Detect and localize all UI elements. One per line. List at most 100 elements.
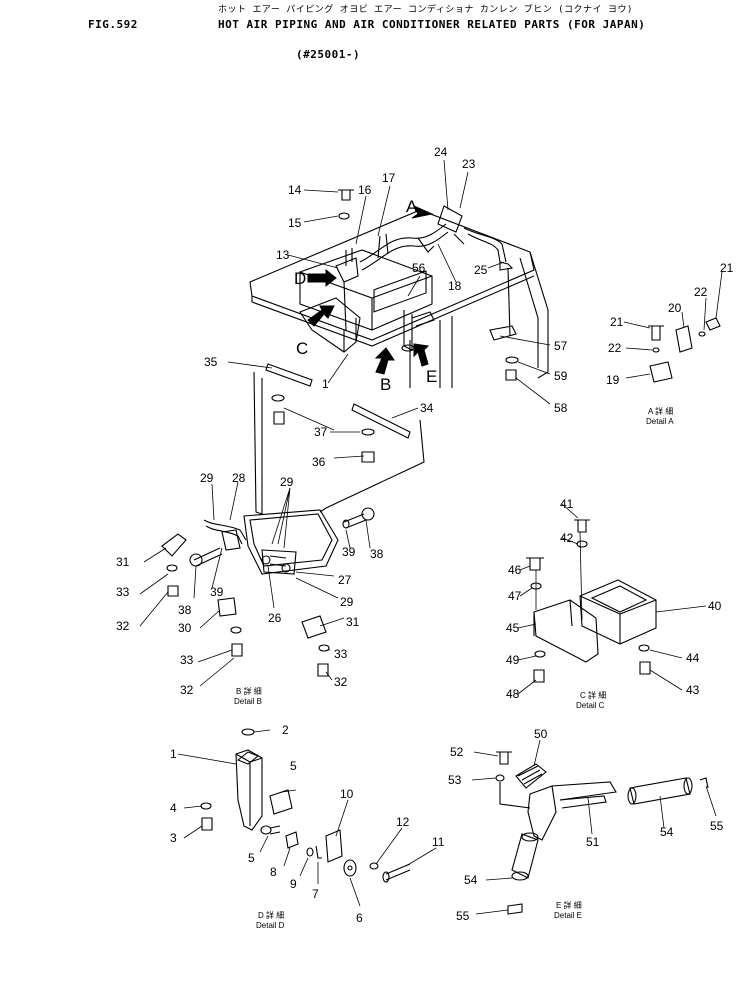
diagram-title: HOT AIR PIPING AND AIR CONDITIONER RELAT…: [218, 18, 646, 31]
callout-40: 40: [708, 599, 722, 613]
callout-34: 34: [420, 401, 434, 415]
callout-45: 45: [506, 621, 520, 635]
view-arrow-a: A: [406, 197, 418, 216]
callout-13: 13: [276, 248, 290, 262]
callout-33-b2: 33: [180, 653, 194, 667]
callout-1-d: 1: [170, 747, 177, 761]
callout-6: 6: [356, 911, 363, 925]
view-arrow-e: E: [426, 367, 437, 386]
detail-d-label: Detail D: [256, 921, 285, 930]
detail-b-label: Detail B: [234, 697, 262, 706]
callout-50: 50: [534, 727, 548, 741]
callout-30: 30: [178, 621, 192, 635]
detail-c-label: Detail C: [576, 701, 605, 710]
callout-43: 43: [686, 683, 700, 697]
callout-31-b2: 31: [346, 615, 360, 629]
callout-33-b3: 33: [334, 647, 348, 661]
callout-46: 46: [508, 563, 522, 577]
main-callouts: 14 15 16 17 24 23 13 56 25 18 57 59 58 3…: [204, 145, 568, 469]
callout-55-a: 55: [710, 819, 724, 833]
callout-16: 16: [358, 183, 372, 197]
callout-2: 2: [282, 723, 289, 737]
callout-51: 51: [586, 835, 600, 849]
view-arrow-c: C: [296, 339, 308, 358]
callout-58: 58: [554, 401, 568, 415]
detail-e-label: Detail E: [554, 911, 582, 920]
detail-d: 2 1 5 4 3 5 8 9 7 10 12 11 6 D 詳 細 Detai…: [170, 723, 445, 930]
callout-29-b2: 29: [280, 475, 294, 489]
callout-22-a: 22: [694, 285, 708, 299]
callout-55-b: 55: [456, 909, 470, 923]
callout-29-b1: 29: [200, 471, 214, 485]
detail-a-label: Detail A: [646, 417, 674, 426]
main-assembly: A B C D E: [227, 159, 551, 515]
view-arrow-d: D: [294, 269, 306, 288]
callout-53: 53: [448, 773, 462, 787]
callout-59: 59: [554, 369, 568, 383]
callout-21-b: 21: [720, 261, 734, 275]
callout-5-b: 5: [248, 851, 255, 865]
detail-a: 21 20 22 21 22 19 A 詳 細 Detail A: [606, 261, 734, 426]
kana-title: ホット エアー パイピング オヨビ エアー コンディショナ カンレン ブヒン (…: [218, 5, 633, 15]
detail-a-label-jp: A 詳 細: [648, 406, 673, 416]
callout-15: 15: [288, 216, 302, 230]
callout-5-a: 5: [290, 759, 297, 773]
detail-c-label-jp: C 詳 細: [580, 690, 606, 700]
callout-27: 27: [338, 573, 352, 587]
callout-52: 52: [450, 745, 464, 759]
callout-23: 23: [462, 157, 476, 171]
callout-54-a: 54: [660, 825, 674, 839]
callout-44: 44: [686, 651, 700, 665]
callout-39-b2: 39: [342, 545, 356, 559]
callout-18: 18: [448, 279, 462, 293]
callout-3: 3: [170, 831, 177, 845]
callout-7: 7: [312, 887, 319, 901]
detail-e: 52 50 53 51 54 55 54 55 E 詳 細 Detail E: [448, 727, 724, 923]
callout-19: 19: [606, 373, 620, 387]
callout-38-b1: 38: [178, 603, 192, 617]
callout-39-b1: 39: [210, 585, 224, 599]
callout-29-b3: 29: [340, 595, 354, 609]
detail-b-label-jp: B 詳 細: [236, 686, 262, 696]
callout-48: 48: [506, 687, 520, 701]
callout-1: 1: [322, 377, 329, 391]
callout-22-b: 22: [608, 341, 622, 355]
callout-9: 9: [290, 877, 297, 891]
callout-47: 47: [508, 589, 522, 603]
detail-e-label-jp: E 詳 細: [556, 900, 582, 910]
callout-11: 11: [432, 835, 445, 849]
callout-31-b1: 31: [116, 555, 130, 569]
callout-36: 36: [312, 455, 326, 469]
callout-41: 41: [560, 497, 574, 511]
serial-range: (#25001-): [296, 48, 361, 61]
callout-32-b3: 32: [334, 675, 348, 689]
callout-8: 8: [270, 865, 277, 879]
callout-57: 57: [554, 339, 568, 353]
callout-32-b1: 32: [116, 619, 130, 633]
callout-21-a: 21: [610, 315, 624, 329]
callout-20: 20: [668, 301, 682, 315]
callout-32-b2: 32: [180, 683, 194, 697]
callout-49: 49: [506, 653, 520, 667]
detail-c: 41 42 46 47 45 49 48 40 44 43 C 詳 細 Deta…: [506, 497, 722, 710]
callout-26: 26: [268, 611, 282, 625]
callout-56: 56: [412, 261, 426, 275]
callout-17: 17: [382, 171, 396, 185]
view-arrow-b: B: [380, 375, 391, 394]
callout-28: 28: [232, 471, 246, 485]
callout-14: 14: [288, 183, 302, 197]
detail-d-label-jp: D 詳 細: [258, 910, 284, 920]
callout-38-b2: 38: [370, 547, 384, 561]
callout-24: 24: [434, 145, 448, 159]
callout-10: 10: [340, 787, 354, 801]
callout-33-b1: 33: [116, 585, 130, 599]
callout-35: 35: [204, 355, 218, 369]
detail-b: 29 28 29 31 39 38 33 32 38 30 33 32 26 2…: [116, 471, 384, 706]
callout-12: 12: [396, 815, 410, 829]
callout-54-b: 54: [464, 873, 478, 887]
callout-37: 37: [314, 425, 328, 439]
callout-4: 4: [170, 801, 177, 815]
callout-42: 42: [560, 531, 574, 545]
figure-number: FIG.592: [88, 18, 138, 31]
